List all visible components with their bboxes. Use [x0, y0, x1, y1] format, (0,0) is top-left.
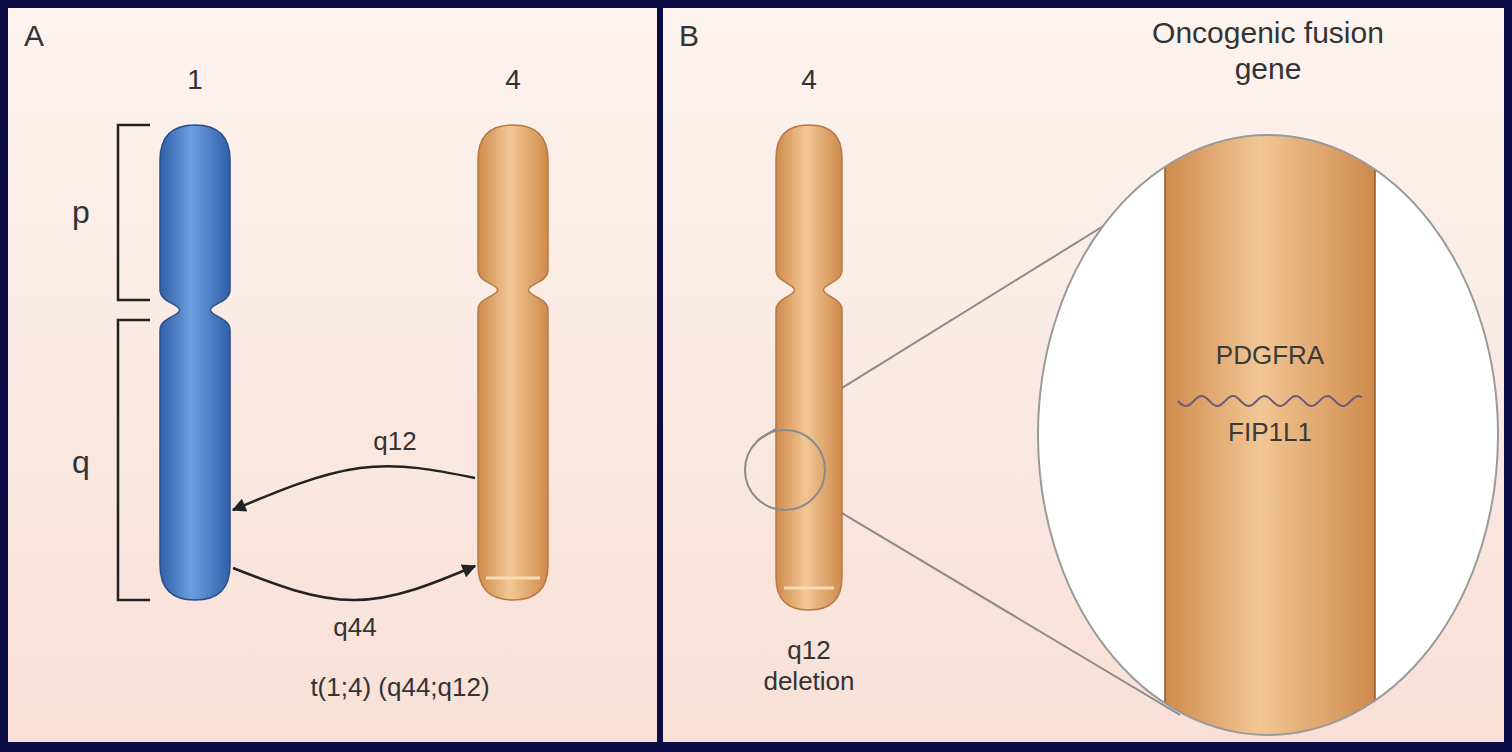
arm-bracket — [118, 320, 150, 600]
chromosome-shape — [478, 125, 548, 600]
chromosome-body — [160, 125, 230, 600]
panel-letter: B — [679, 18, 719, 54]
chromosome-band — [784, 587, 834, 590]
chromosome-shape — [776, 125, 842, 610]
chromosome: 4q12 deletion — [776, 125, 842, 610]
fusion-junction — [1178, 396, 1362, 406]
zoom-circle: Oncogenic fusion genePDGFRAFIP1L1 — [1038, 135, 1498, 735]
deletion-label: q12 deletion — [744, 635, 874, 697]
panel-ground — [8, 8, 657, 742]
zoom-ground — [1038, 135, 1498, 735]
segment-edge — [1374, 135, 1376, 735]
chromosome-number: 4 — [744, 63, 874, 97]
gene-name: FIP1L1 — [1165, 417, 1375, 448]
chromosome-number: 4 — [448, 63, 578, 97]
chromosome-band — [486, 577, 540, 580]
chromosome-shape — [160, 125, 230, 600]
segment-edge — [1164, 135, 1166, 735]
chromosome-number: 1 — [130, 63, 260, 97]
exchange-arrow — [233, 466, 475, 510]
edge-label: q44 — [325, 612, 385, 643]
exchange-arrow — [233, 566, 475, 600]
chromosome-body — [776, 125, 842, 610]
chromosome: 1 — [160, 125, 230, 600]
translocation-label: t(1;4) (q44;q12) — [230, 672, 570, 703]
chromosome-body — [478, 125, 548, 600]
chromosome: 4 — [478, 125, 548, 600]
panel-letter: A — [24, 18, 64, 54]
panel-ground — [663, 8, 1504, 742]
chromosome-segment — [1165, 135, 1375, 735]
zoom-region — [745, 430, 825, 510]
edge-label: q12 — [365, 426, 425, 457]
panel: 4q12 deletionOncogenic fusion genePDGFRA… — [663, 8, 1504, 742]
arm-label: q — [72, 443, 102, 481]
zoom-border — [1038, 135, 1498, 735]
fusion-title: Oncogenic fusion gene — [1133, 15, 1403, 87]
arm-label: p — [72, 193, 102, 231]
gene-name: PDGFRA — [1165, 340, 1375, 371]
panel: 14A — [8, 8, 657, 742]
arm-bracket — [118, 125, 150, 300]
